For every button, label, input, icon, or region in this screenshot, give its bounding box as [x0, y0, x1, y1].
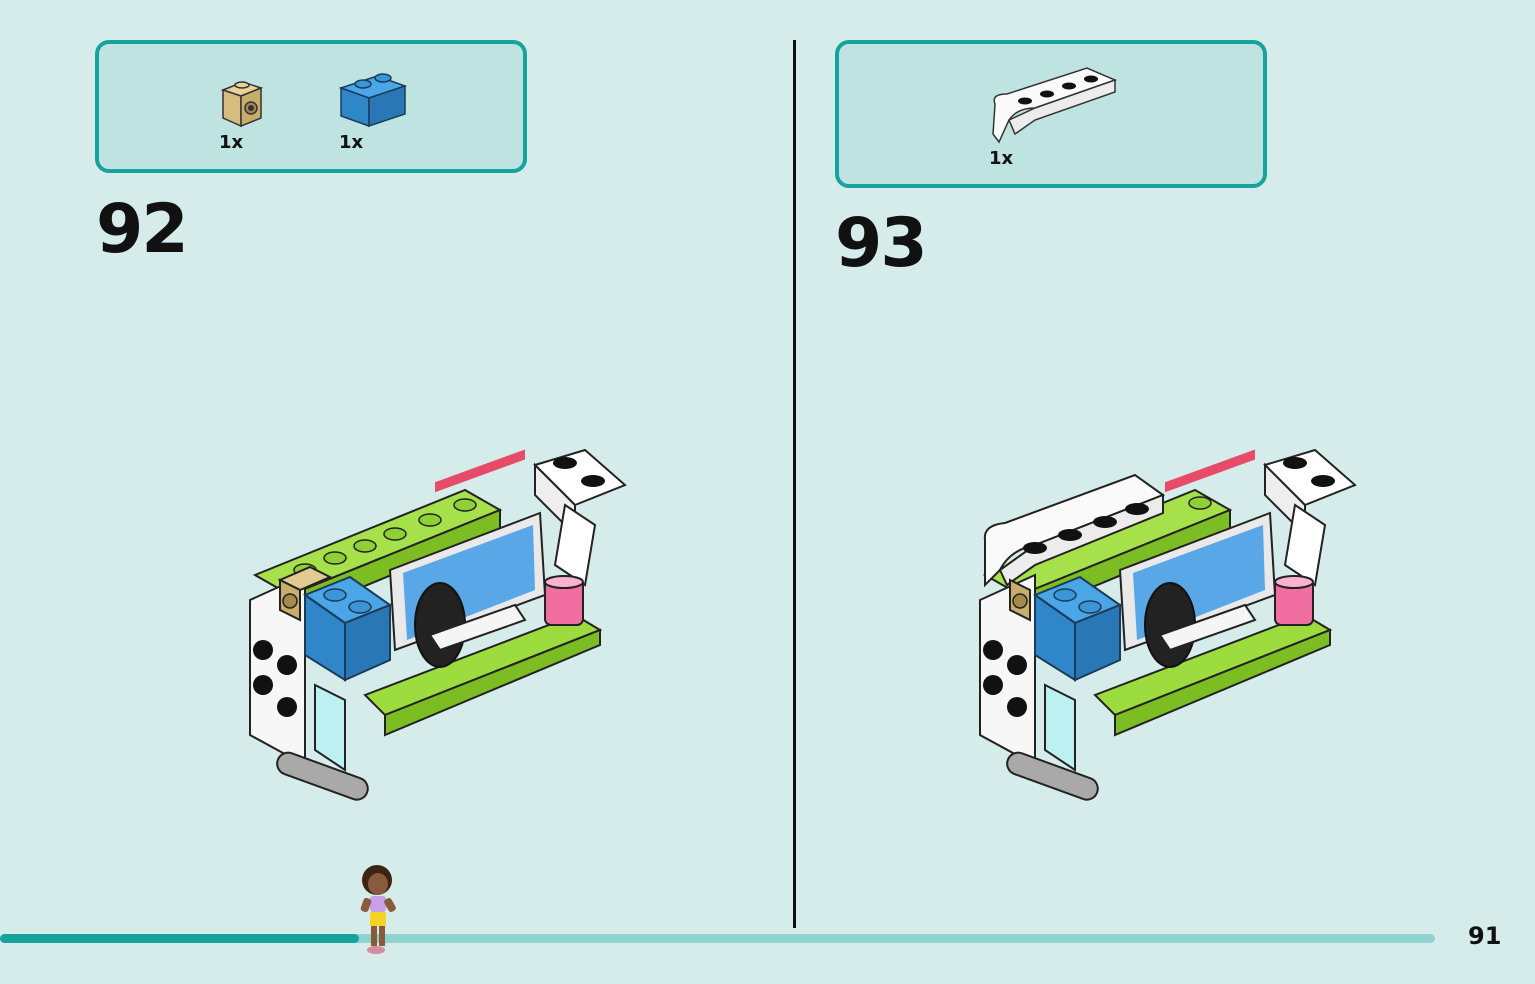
step-number: 92 [96, 190, 189, 269]
page-divider [793, 40, 796, 928]
step-93-parts-box: 1x [835, 40, 1267, 188]
part-quantity: 1x [219, 132, 244, 153]
progress-fill [0, 934, 359, 943]
page-number: 91 [1468, 922, 1502, 950]
progress-bar [0, 934, 1435, 943]
step-number: 93 [835, 204, 928, 283]
step-93-model-illustration [979, 448, 1357, 801]
step-92-parts-box: 1x 1x [95, 40, 527, 173]
white-curved-slope-1x4-icon [992, 67, 1118, 144]
tan-1x1-brick-with-stud-icon [220, 81, 264, 128]
part-quantity: 1x [339, 132, 364, 153]
step-92-model-illustration [249, 448, 627, 801]
minifigure-progress-marker-icon [360, 865, 396, 954]
blue-1x2-brick-icon [338, 73, 408, 128]
part-quantity: 1x [989, 148, 1014, 169]
